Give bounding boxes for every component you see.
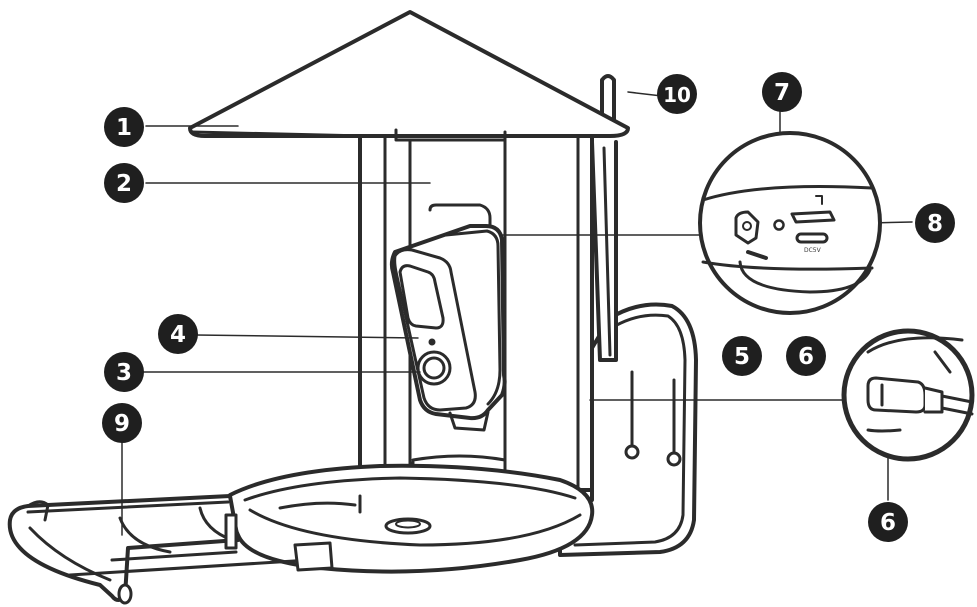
callout-label: 9 [114, 411, 130, 437]
callout-label: 2 [116, 171, 132, 197]
perch [7, 494, 334, 605]
callout-2: 2 [104, 163, 144, 203]
callout-label: 3 [116, 360, 132, 386]
reset-hole-icon [773, 219, 785, 231]
callout-9: 9 [102, 403, 142, 443]
roof [188, 10, 630, 142]
callout-5: 5 [722, 336, 762, 376]
callout-3: 3 [104, 352, 144, 392]
callout-circle [104, 352, 144, 392]
callout-circle [786, 336, 826, 376]
antenna [590, 74, 618, 362]
callout-circle [102, 403, 142, 443]
callout-label: 7 [774, 80, 790, 106]
callout-10: 10 [657, 74, 697, 114]
callout-label: 6 [798, 344, 814, 370]
callout-circle [104, 107, 144, 147]
ports-detail: DC5V [698, 131, 882, 315]
callout-6a: 6 [786, 336, 826, 376]
callout-circle [158, 314, 198, 354]
leader-lines [121, 91, 913, 536]
callout-label: 6 [880, 510, 896, 536]
callout-circle [722, 336, 762, 376]
callout-label: 4 [170, 322, 186, 348]
callout-circle [104, 163, 144, 203]
port-label: DC5V [804, 247, 822, 254]
callout-circle [657, 74, 697, 114]
callout-label: 10 [663, 83, 691, 107]
callout-7: 7 [762, 72, 802, 112]
seed-tray [227, 463, 595, 574]
callout-8: 8 [915, 203, 955, 243]
power-button-icon [734, 210, 760, 245]
callout-1: 1 [104, 107, 144, 147]
callout-label: 5 [734, 344, 750, 370]
dc-port-icon [795, 232, 829, 244]
callout-badges: 1 2 3 4 5 6 6 7 8 9 10 [102, 72, 955, 542]
callout-4: 4 [158, 314, 198, 354]
callout-6b: 6 [868, 502, 908, 542]
cable-detail [841, 328, 975, 462]
callout-label: 8 [927, 211, 943, 237]
sd-card-slot-icon [790, 210, 836, 224]
callout-circle [868, 502, 908, 542]
callout-circle [915, 203, 955, 243]
callout-label: 1 [116, 115, 132, 141]
callout-circle [762, 72, 802, 112]
